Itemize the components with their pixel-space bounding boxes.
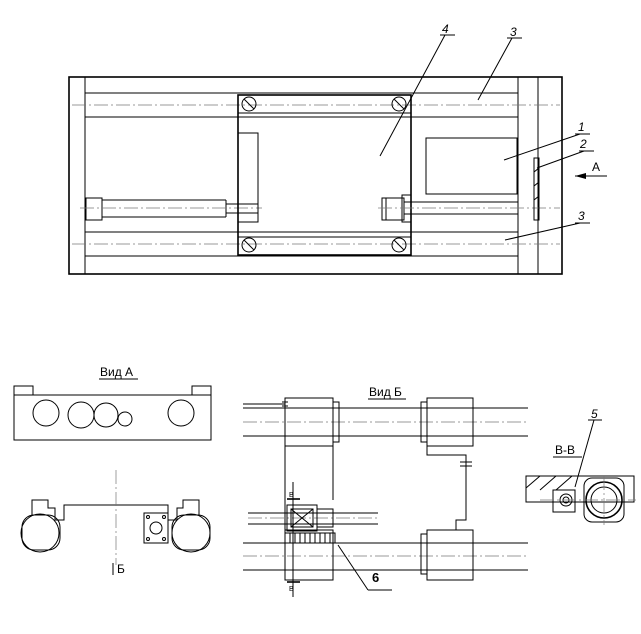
view-a: Вид А Б	[13, 365, 212, 576]
callout-3-top: 3	[510, 25, 517, 39]
bottom-guide-rail	[72, 231, 560, 257]
view-a-lower-section: Б	[20, 470, 211, 576]
section-nut	[552, 489, 576, 513]
carriage-bottom-left	[284, 529, 334, 581]
left-rail-section	[20, 513, 60, 553]
carriage-bottom-right	[426, 529, 474, 581]
roller-top-left	[241, 96, 257, 112]
part-1-block	[425, 137, 518, 195]
end-plate	[13, 385, 212, 441]
top-guide-rail	[72, 92, 560, 118]
main-view: 4 3 1 2 3 А	[68, 22, 607, 275]
leader-1	[503, 133, 581, 161]
section-vv-title: В-В	[555, 443, 575, 457]
main-frame	[68, 76, 563, 275]
leader-5	[574, 419, 595, 488]
view-arrow-a: А	[575, 160, 607, 179]
section-mark-bottom-label: В	[289, 586, 294, 593]
view-a-title: Вид А	[100, 365, 133, 379]
section-arrow-b-label: Б	[117, 562, 125, 576]
hole-2	[67, 401, 95, 429]
section-mark-top-label: В	[289, 492, 294, 499]
view-arrow-label: А	[592, 160, 600, 174]
roller-bottom-right	[391, 237, 407, 253]
callout-3-bottom: 3	[578, 209, 585, 223]
hole-4	[117, 411, 133, 427]
carriage	[237, 94, 412, 256]
roller-top-right	[391, 96, 407, 112]
hole-3	[93, 402, 119, 428]
right-rail-section	[171, 513, 211, 553]
view-b: Вид Б	[243, 385, 528, 597]
leader-3-bottom	[504, 222, 581, 241]
section-vv: В-В 5	[525, 407, 636, 525]
leader-6	[337, 544, 369, 591]
cylinder-rod	[80, 197, 262, 221]
hole-1	[32, 399, 60, 427]
section-frame-plate	[525, 475, 635, 503]
leader-2	[536, 150, 585, 169]
callout-6: 6	[372, 570, 379, 585]
leader-4	[379, 34, 446, 157]
hole-5	[167, 399, 195, 427]
view-b-title: Вид Б	[369, 385, 402, 399]
part-2-plate	[533, 157, 540, 221]
mount-flange	[143, 512, 169, 544]
roller-bottom-left	[241, 237, 257, 253]
lead-screw	[378, 197, 560, 221]
callout-5: 5	[591, 407, 598, 421]
callout-2: 2	[579, 137, 587, 151]
callout-1: 1	[578, 120, 585, 134]
nut-assembly	[284, 504, 336, 544]
callout-4: 4	[442, 22, 449, 36]
leader-3-top	[477, 37, 513, 101]
